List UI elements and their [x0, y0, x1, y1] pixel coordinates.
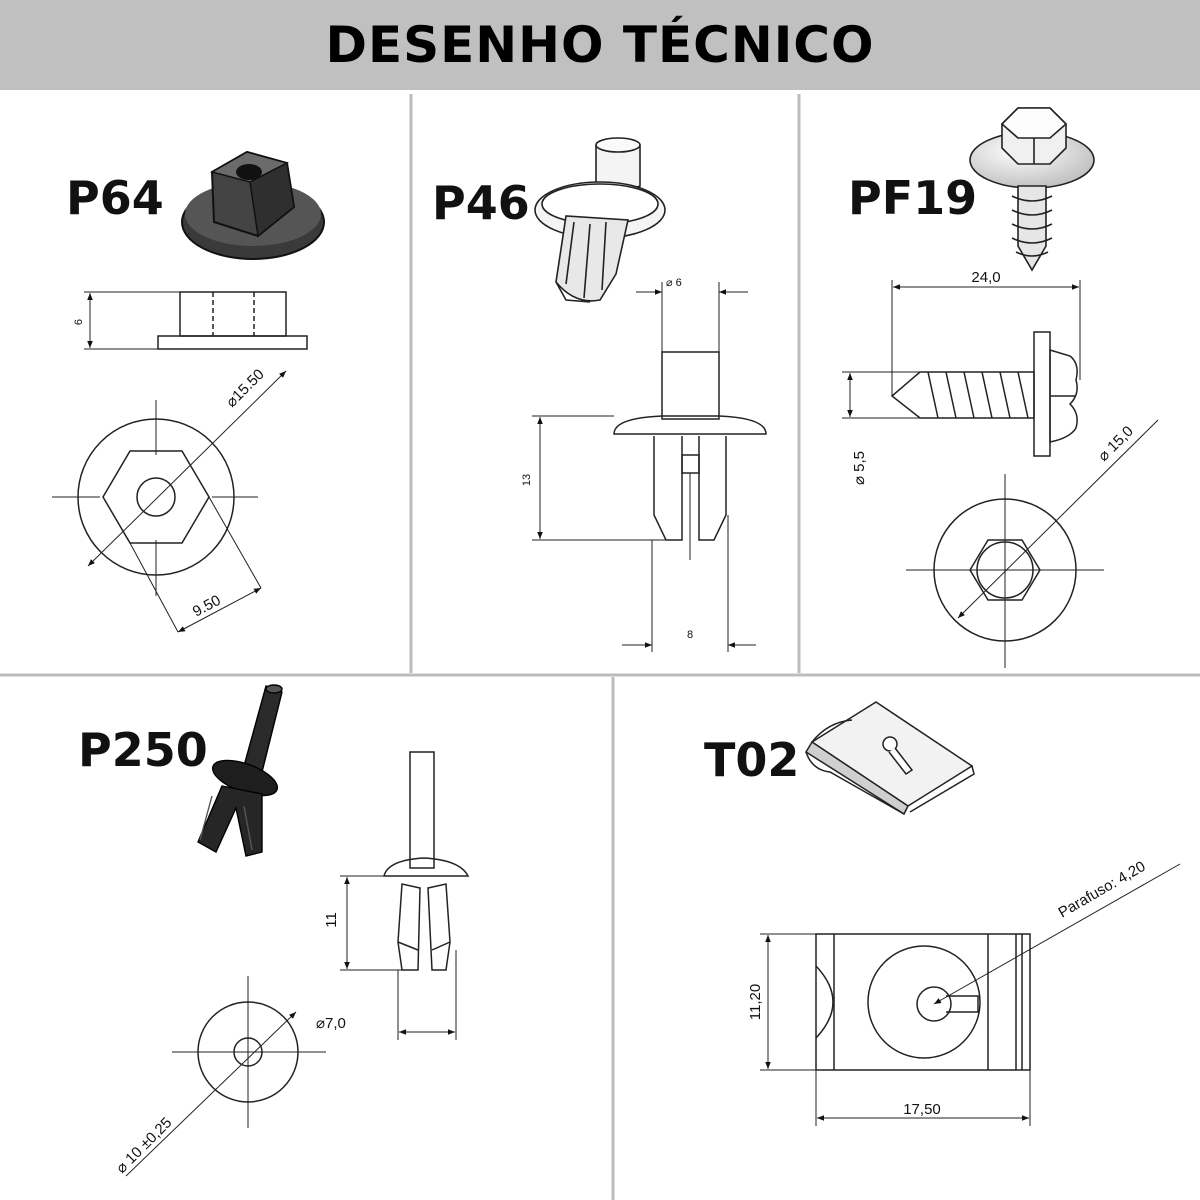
part-code-pf19: PF19: [848, 171, 977, 225]
t02-clip-render: [804, 701, 975, 816]
p64-dim-outer-diameter: ⌀15.50: [223, 366, 268, 411]
pf19-screw-render: [969, 107, 1095, 272]
p64-nut-render: [181, 150, 325, 260]
p250-dim-width: ⌀7,0: [316, 1015, 346, 1032]
part-code-t02: T02: [704, 733, 799, 787]
panel-p46: P46 ⌀: [432, 137, 767, 652]
p64-dim-height: 6: [73, 319, 85, 325]
t02-dim-height: 11,20: [747, 984, 764, 1020]
p46-side-view: [532, 282, 767, 652]
p46-dim-height: 13: [521, 474, 533, 486]
part-code-p64: P64: [66, 171, 164, 225]
pf19-side-view: [842, 280, 1081, 457]
p64-side-view: [84, 291, 308, 350]
p250-dim-hole: ⌀ 10 ±0,25: [113, 1114, 176, 1177]
p64-top-view: [52, 370, 287, 633]
p250-top-view: [125, 976, 326, 1177]
p250-side-view: [340, 751, 470, 1040]
p46-clip-render: [534, 137, 666, 303]
panel-t02: T02 Parafuso:: [704, 701, 1181, 1126]
t02-top-view: [760, 863, 1181, 1126]
p250-rivet-render: [197, 684, 283, 857]
p250-dim-height: 11: [323, 912, 340, 928]
part-code-p46: P46: [432, 176, 530, 230]
page-title: DESENHO TÉCNICO: [325, 16, 875, 74]
panel-dividers: [0, 94, 1200, 1200]
panel-pf19: PF19 24,0 ⌀ 5,5: [842, 107, 1159, 668]
pf19-dim-length: 24,0: [971, 269, 1000, 286]
part-code-p250: P250: [78, 723, 208, 777]
pf19-dim-washer-diameter: ⌀ 15,0: [1095, 423, 1137, 465]
t02-dim-width: 17,50: [903, 1101, 941, 1118]
pf19-top-view: [906, 419, 1159, 668]
header-banner: DESENHO TÉCNICO: [0, 0, 1200, 90]
p46-dim-width: 8: [687, 629, 693, 641]
pf19-dim-thread-diameter: ⌀ 5,5: [851, 451, 868, 485]
panel-p250: P250 11 ⌀7,0: [78, 684, 470, 1177]
panel-p64: P64 6: [52, 150, 325, 633]
p46-dim-top-diameter: ⌀ 6: [666, 277, 682, 289]
